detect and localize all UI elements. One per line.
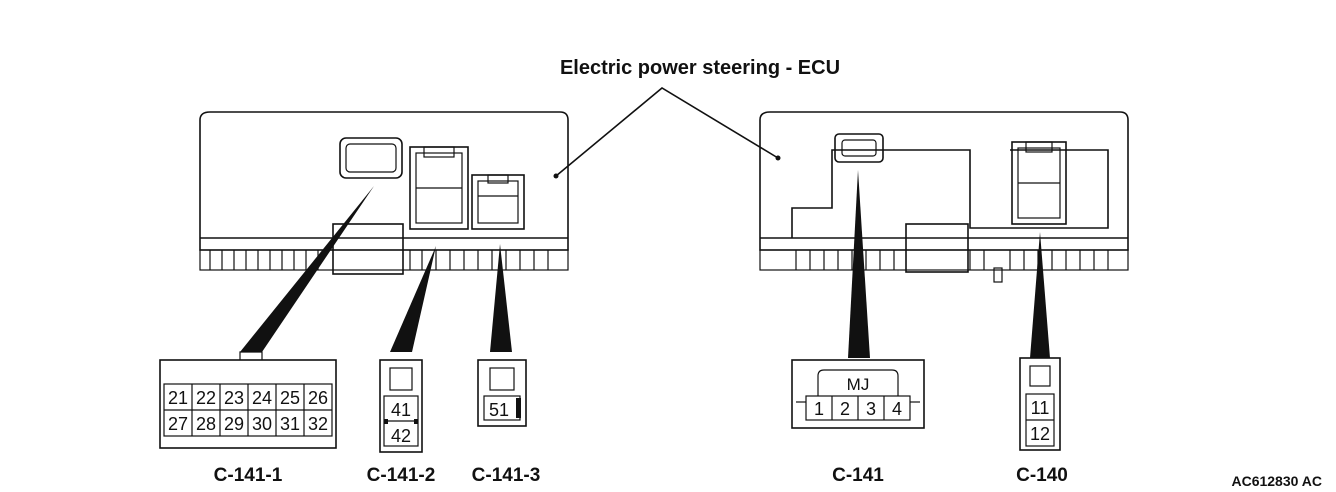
pin-30: 30	[252, 414, 272, 434]
pin-21: 21	[168, 388, 188, 408]
label-c141-2: C-141-2	[367, 465, 436, 486]
pin-4: 4	[892, 399, 902, 419]
pin-42: 42	[391, 426, 411, 446]
pin-25: 25	[280, 388, 300, 408]
pin-24: 24	[252, 388, 272, 408]
connector-c140: 11 12	[1019, 357, 1061, 451]
label-c141: C-141	[832, 465, 884, 486]
label-c141-3: C-141-3	[472, 465, 541, 486]
connector-c141: MJ 1 2 3 4	[791, 359, 925, 429]
pin-29: 29	[224, 414, 244, 434]
pin-26: 26	[308, 388, 328, 408]
ecu-left-view	[199, 111, 569, 275]
label-c141-1: C-141-1	[214, 465, 283, 486]
ecu-right-view	[759, 111, 1129, 283]
pin-28: 28	[196, 414, 216, 434]
pin-31: 31	[280, 414, 300, 434]
pin-3: 3	[866, 399, 876, 419]
connector-c141-1: 21 22 23 24 25 26 27 28 29 30 31 32	[159, 351, 337, 449]
diagram-title: Electric power steering - ECU	[560, 57, 840, 79]
pin-23: 23	[224, 388, 244, 408]
pin-41: 41	[391, 400, 411, 420]
label-c140: C-140	[1016, 465, 1068, 486]
connector-c141-2: 41 42	[379, 359, 423, 453]
pin-11: 11	[1031, 398, 1050, 418]
connector-leader-wedges	[240, 170, 1050, 358]
pin-32: 32	[308, 414, 328, 434]
connector-tag-mj: MJ	[847, 375, 870, 394]
title-leader-lines	[553, 87, 781, 179]
pin-22: 22	[196, 388, 216, 408]
pin-27: 27	[168, 414, 188, 434]
pin-1: 1	[814, 399, 824, 419]
connector-c141-3: 51	[477, 359, 527, 427]
pin-2: 2	[840, 399, 850, 419]
pin-12: 12	[1030, 424, 1050, 444]
pin-51: 51	[489, 400, 509, 420]
figure-id: AC612830 AC	[1231, 473, 1322, 489]
